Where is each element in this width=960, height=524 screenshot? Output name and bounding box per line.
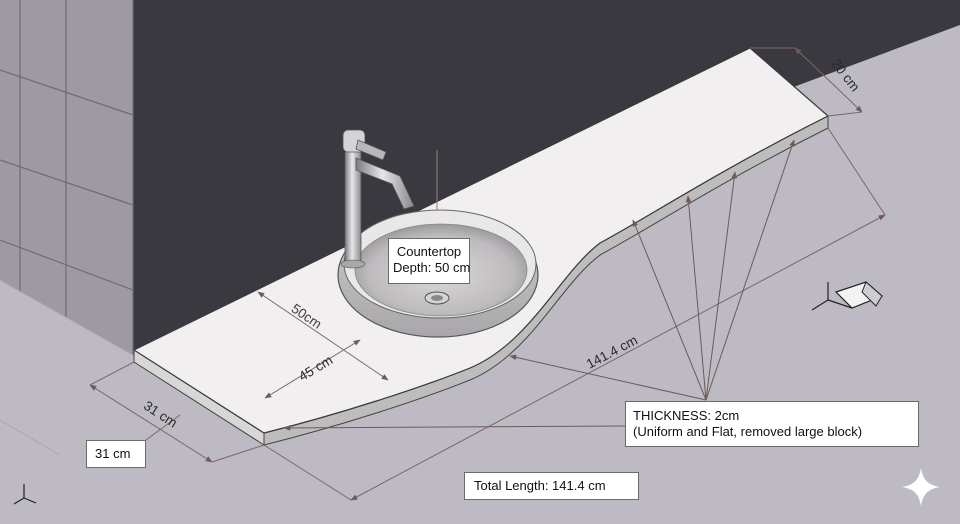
- callout-left-width: 31 cm: [86, 440, 146, 468]
- callout-thickness: THICKNESS: 2cm (Uniform and Flat, remove…: [625, 401, 919, 447]
- thickness-leaders: [283, 139, 795, 431]
- callout-total-length: Total Length: 141.4 cm: [464, 472, 639, 500]
- callout-thickness-title: THICKNESS: 2cm: [633, 408, 740, 423]
- dimension-lines: [89, 47, 886, 501]
- callout-depth-value: Depth: 50 cm: [393, 260, 471, 275]
- callout-thickness-note: (Uniform and Flat, removed large block): [633, 424, 863, 439]
- floor-lines: [0, 279, 134, 456]
- sparkle-icon: [902, 468, 940, 506]
- callout-countertop-depth: Countertop Depth: 50 cm: [388, 238, 470, 284]
- tiled-side-wall: [0, 0, 134, 355]
- view-cube-icon[interactable]: [811, 281, 884, 311]
- callout-depth-title: Countertop: [396, 244, 462, 259]
- faucet: [340, 129, 415, 269]
- axis-triad-icon: [13, 484, 37, 505]
